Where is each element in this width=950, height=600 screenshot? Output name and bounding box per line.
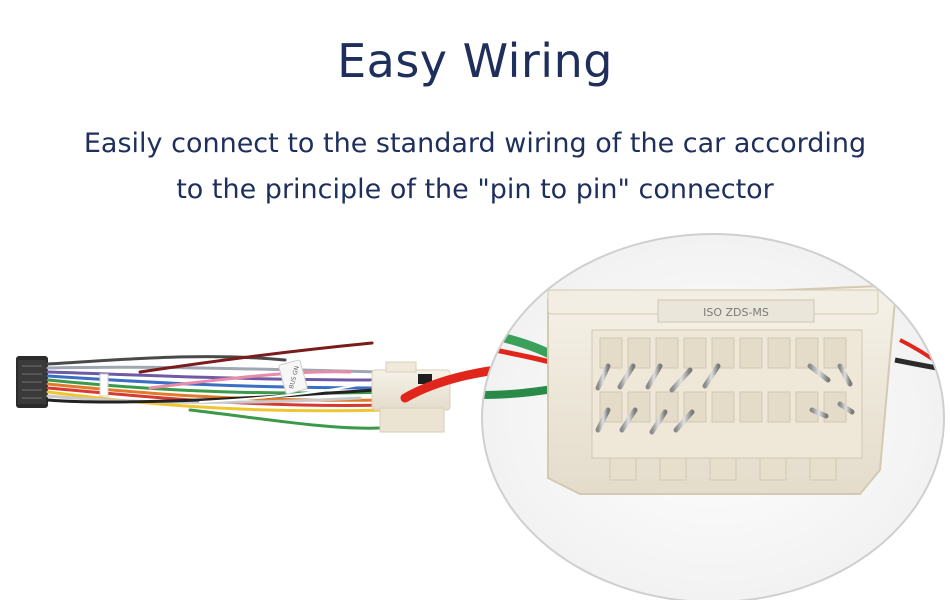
description-line-1: Easily connect to the standard wiring of… [83,128,867,159]
wiring-harness-illustration: BUS GN [16,233,945,600]
description-line-2: to the principle of the "pin to pin" con… [176,174,774,205]
iso-connector-block [16,356,48,408]
cable-tie [99,373,109,397]
wire-label-tag: BUS GN [278,359,308,395]
page-title: Easy Wiring [337,34,613,88]
connector-closeup: ISO ZDS-MS [481,233,945,600]
wire-bundle [46,341,392,430]
svg-text:ISO ZDS-MS: ISO ZDS-MS [703,306,769,319]
